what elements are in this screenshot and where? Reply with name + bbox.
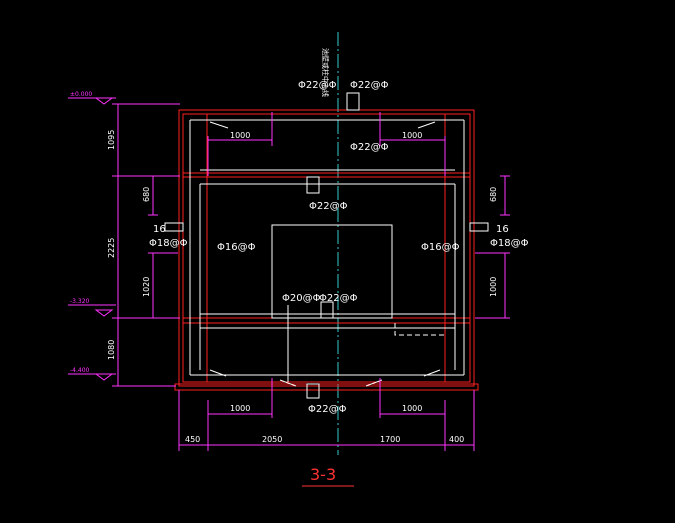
beam-notch	[306, 176, 320, 194]
dim-bottom-seg3: 1700	[380, 435, 400, 444]
rebar-left-wall: Φ16@Φ	[217, 242, 256, 253]
dim-anchor-bottom-right: 1000	[402, 404, 422, 413]
dim-bottom-seg4: 400	[449, 435, 464, 444]
rebar-inner-left: Φ20@Φ	[282, 293, 321, 304]
dim-left-inner-middle: 1020	[142, 277, 151, 297]
dim-right-upper: 680	[489, 187, 498, 202]
axis-label: 池壁或柱中心线	[321, 48, 330, 97]
dashed-opening	[394, 323, 445, 336]
dim-left-outer-middle: 2225	[107, 238, 116, 258]
slab-notch	[320, 301, 334, 319]
dim-left-inner-top: 680	[142, 187, 151, 202]
outer-wall	[178, 109, 475, 387]
dim-left-outer-bottom: 1080	[107, 340, 116, 360]
left-stub	[164, 222, 184, 232]
level-bottom: -4.400	[70, 367, 90, 374]
inner-pedestal	[271, 224, 393, 319]
dim-bottom-seg2: 2050	[262, 435, 282, 444]
dim-right-lower: 1000	[489, 277, 498, 297]
level-top: ±0.000	[70, 91, 92, 98]
dim-anchor-top-right: 1000	[402, 131, 422, 140]
base-slab	[174, 383, 479, 391]
rebar-left-16: 16	[153, 224, 166, 235]
dimension-lines	[68, 97, 510, 451]
dim-anchor-top-left: 1000	[230, 131, 250, 140]
rebar-left-outer: Φ18@Φ	[149, 238, 188, 249]
rebar-inner-right: Φ22@Φ	[319, 293, 358, 304]
dim-left-outer-top: 1095	[107, 130, 116, 150]
dim-anchor-bottom-left: 1000	[230, 404, 250, 413]
rebar-right-16: 16	[496, 224, 509, 235]
rebar-top-right: Φ22@Φ	[350, 80, 389, 91]
rebar-beam-upper: Φ22@Φ	[350, 142, 389, 153]
top-opening	[346, 92, 360, 111]
right-stub	[469, 222, 489, 232]
rebar-top-left: Φ22@Φ	[298, 80, 337, 91]
rebar-right-outer: Φ18@Φ	[490, 238, 529, 249]
base-notch	[306, 383, 320, 399]
section-title: 3-3	[310, 465, 336, 484]
outer-wall-inner-face	[182, 113, 471, 383]
rebar-bottom: Φ22@Φ	[308, 404, 347, 415]
level-middle: -3.320	[70, 298, 90, 305]
rebar-right-wall: Φ16@Φ	[421, 242, 460, 253]
dim-bottom-seg1: 450	[185, 435, 200, 444]
rebar-beam-center: Φ22@Φ	[309, 201, 348, 212]
rebar-lines	[189, 119, 465, 387]
